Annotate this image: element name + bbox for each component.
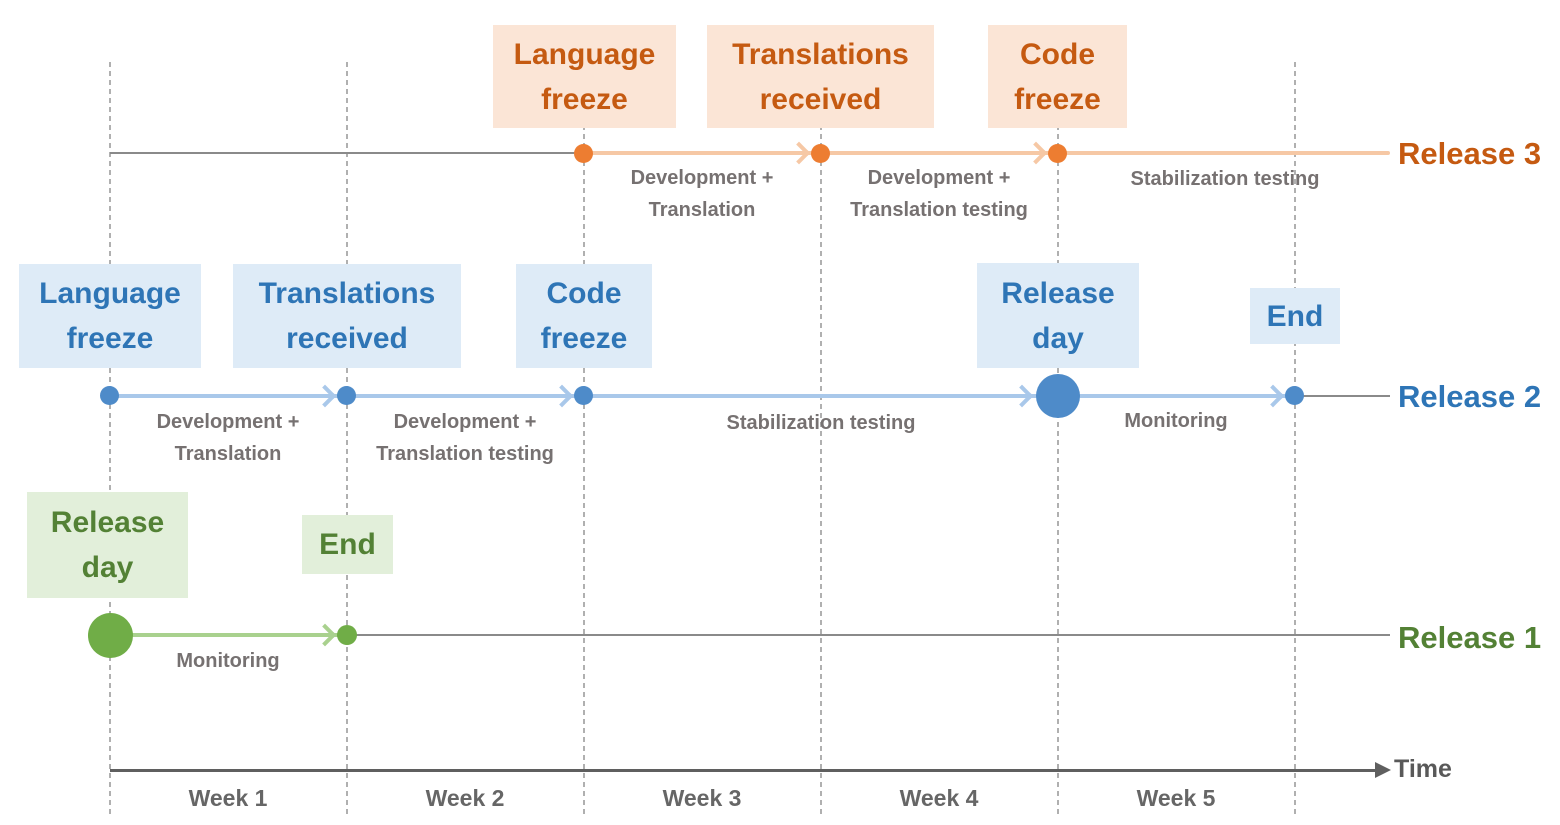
event-box-label: Language freeze [39, 277, 181, 355]
release3-segment-dev-translation-testing [821, 151, 1058, 155]
event-box-label: Language freeze [513, 37, 656, 116]
gridline-week-start-4 [820, 62, 822, 818]
event-box-label: End [319, 528, 376, 561]
milestone-dot-r2-translations-received [337, 386, 356, 405]
arrowhead-icon [1010, 384, 1034, 408]
release3-lead-line [110, 152, 584, 154]
milestone-dot-r1-end [337, 625, 357, 645]
release3-segment-dev-translation [584, 151, 821, 155]
week-label-3: Week 3 [662, 785, 742, 811]
segment-label-r2-stabilization-testing: Stabilization testing [726, 412, 916, 434]
gridline-week-start-3 [583, 62, 585, 818]
event-box-label: Code freeze [540, 277, 628, 355]
time-axis [110, 769, 1376, 772]
event-box-r1-end: End [302, 515, 393, 574]
event-box-label: Code freeze [1014, 37, 1101, 116]
release1-tail-line [347, 634, 1390, 636]
arrowhead-icon [550, 384, 574, 408]
event-box-r2-end: End [1250, 288, 1340, 344]
release2-tail-line [1295, 395, 1390, 397]
release3-segment-stabilization [1058, 151, 1390, 155]
segment-label-r3-dev-translation-testing: Development + Translation testing [850, 167, 1028, 221]
release3-title: Release 3 [1398, 136, 1542, 171]
arrowhead-icon [787, 141, 811, 165]
event-box-r2-translations-received: Translations received [233, 264, 461, 368]
milestone-dot-r2-release-day [1036, 374, 1080, 418]
event-box-r2-language-freeze: Language freeze [19, 264, 201, 368]
week-label-1: Week 1 [188, 785, 268, 811]
week-label-5: Week 5 [1136, 785, 1216, 811]
event-box-label: Release day [50, 506, 165, 584]
release1-title: Release 1 [1398, 620, 1542, 655]
arrowhead-icon [313, 384, 337, 408]
release2-segment-monitoring [1058, 394, 1295, 398]
arrowhead-icon [1024, 141, 1048, 165]
release2-title: Release 2 [1398, 379, 1542, 414]
event-box-r2-code-freeze: Code freeze [516, 264, 652, 368]
segment-label-r2-dev-translation-testing: Development + Translation testing [376, 411, 554, 465]
event-box-label: End [1266, 299, 1324, 333]
gridline-week-start-1 [109, 62, 111, 818]
milestone-dot-r1-release-day [88, 613, 133, 658]
gridline-week-start-2 [346, 62, 348, 818]
milestone-dot-r3-translations-received [811, 144, 830, 163]
segment-label-r3-dev-translation: Development + Translation [630, 167, 774, 221]
event-box-r3-language-freeze: Language freeze [493, 25, 676, 128]
event-box-r3-translations-received: Translations received [707, 25, 934, 128]
release2-segment-dev-translation-testing [347, 394, 584, 398]
release2-segment-dev-translation [110, 394, 347, 398]
time-axis-arrowhead-icon [1375, 762, 1391, 778]
milestone-dot-r3-code-freeze [1048, 144, 1067, 163]
gridline-week-end-5 [1294, 62, 1296, 818]
time-axis-label: Time [1394, 755, 1452, 783]
release1-segment-monitoring [110, 633, 347, 637]
event-box-r1-release-day: Release day [27, 492, 188, 598]
milestone-dot-r2-language-freeze [100, 386, 119, 405]
release2-segment-stabilization [584, 394, 1058, 398]
milestone-dot-r3-language-freeze [574, 144, 593, 163]
milestone-dot-r2-code-freeze [574, 386, 593, 405]
arrowhead-icon [313, 623, 337, 647]
segment-label-r1-monitoring: Monitoring [176, 650, 280, 672]
segment-label-r2-dev-translation: Development + Translation [156, 411, 300, 465]
segment-label-r2-monitoring: Monitoring [1124, 410, 1228, 432]
milestone-dot-r2-end [1285, 386, 1304, 405]
event-box-label: Release day [1001, 276, 1115, 355]
event-box-label: Translations received [258, 277, 436, 355]
event-box-label: Translations received [732, 37, 909, 116]
segment-label-r3-stabilization-testing: Stabilization testing [1130, 168, 1320, 190]
event-box-r3-code-freeze: Code freeze [988, 25, 1127, 128]
event-box-r2-release-day: Release day [977, 263, 1139, 368]
week-label-4: Week 4 [899, 785, 979, 811]
gridline-week-start-5 [1057, 62, 1059, 818]
arrowhead-icon [1261, 384, 1285, 408]
week-label-2: Week 2 [425, 785, 505, 811]
